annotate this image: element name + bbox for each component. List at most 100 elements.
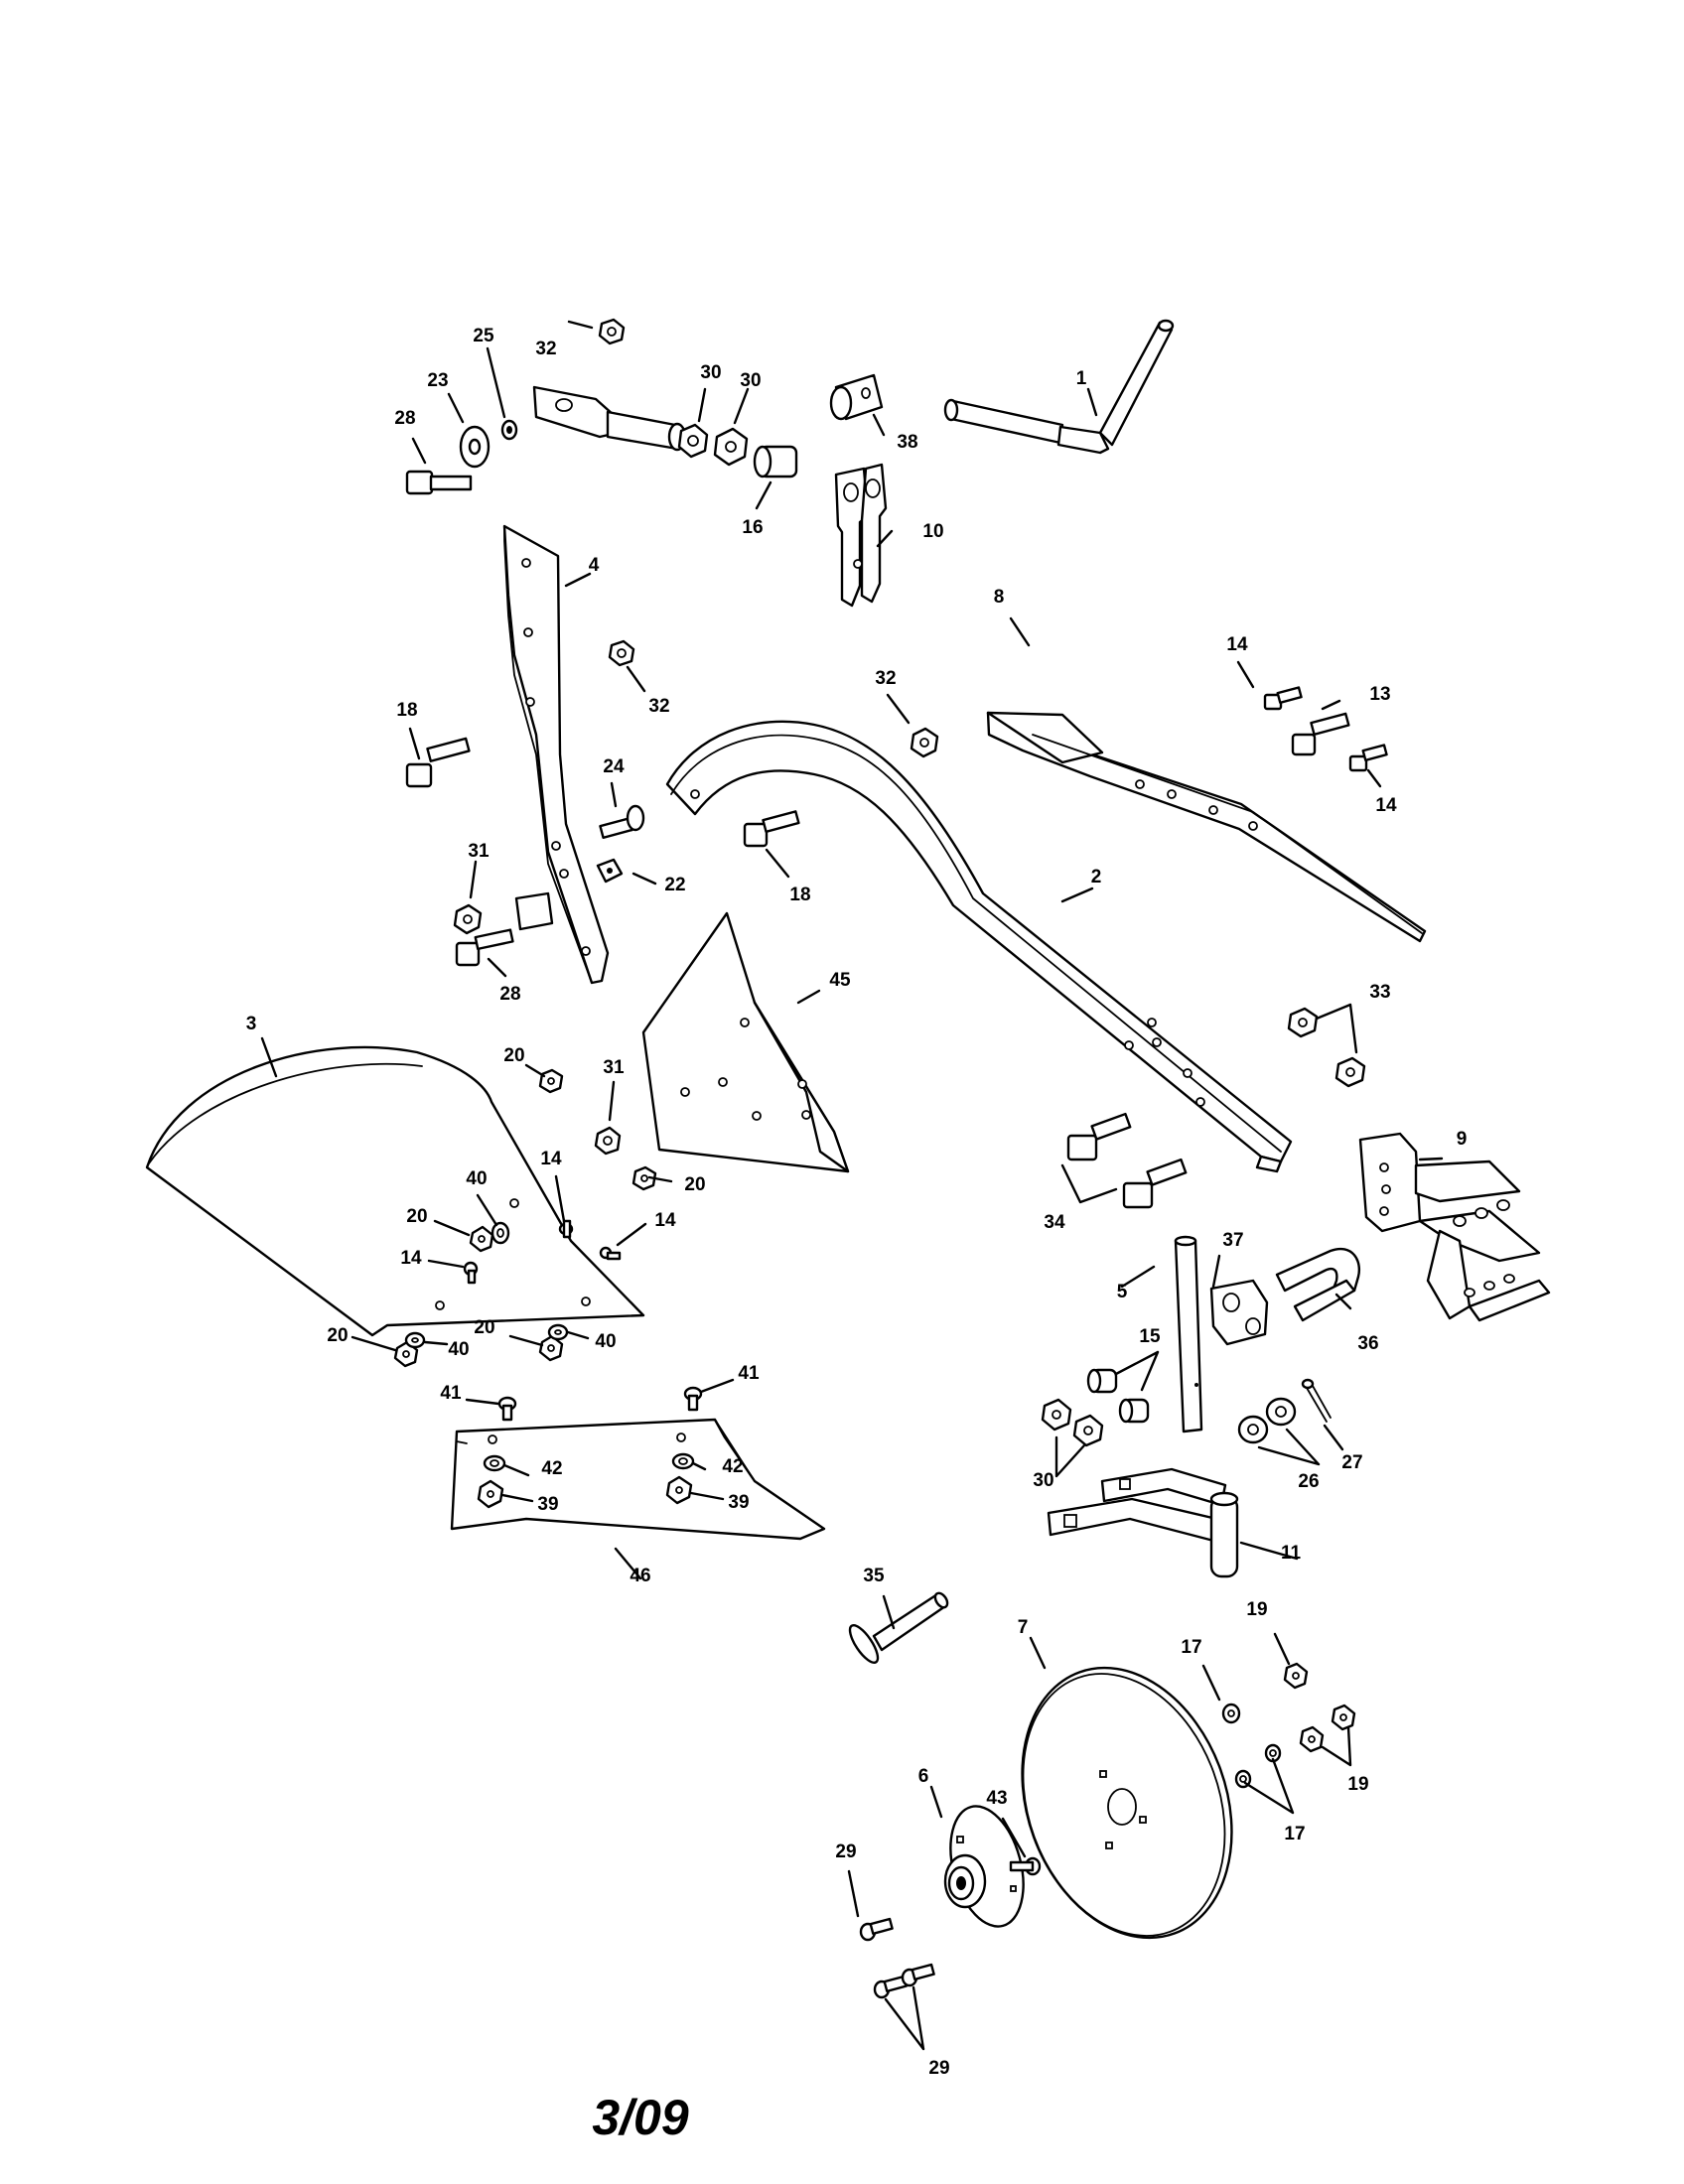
part-20-nut <box>538 1068 564 1094</box>
callout-40: 40 <box>595 1331 616 1352</box>
callout-7: 7 <box>1018 1617 1029 1638</box>
part-30-nut <box>677 423 709 459</box>
callout-6: 6 <box>918 1766 929 1787</box>
callout-20: 20 <box>684 1174 705 1195</box>
part-33-nut <box>1287 1007 1319 1038</box>
callout-29: 29 <box>835 1842 856 1862</box>
share-hole <box>676 1433 686 1442</box>
part-37-clamp <box>1209 1279 1269 1346</box>
part-32-nut <box>910 727 939 758</box>
callout-37: 37 <box>1222 1230 1243 1251</box>
part-40-washer <box>491 1221 510 1245</box>
callout-13: 13 <box>1369 684 1390 705</box>
part-41-bolt <box>683 1386 703 1412</box>
part-17-washer <box>1221 1703 1241 1724</box>
callout-30: 30 <box>1033 1470 1053 1491</box>
callout-32: 32 <box>535 339 556 359</box>
callout-14: 14 <box>1375 795 1397 816</box>
callout-30: 30 <box>740 370 761 391</box>
callout-35: 35 <box>863 1566 885 1586</box>
part-13-bolt <box>1291 712 1350 756</box>
callout-32: 32 <box>648 696 669 717</box>
part-15-bushing <box>1086 1368 1118 1394</box>
part-20-nut <box>469 1225 494 1253</box>
part-24-carriage-bolt <box>599 804 645 839</box>
callout-20: 20 <box>406 1206 427 1227</box>
callout-31: 31 <box>468 841 490 862</box>
part-39-nut <box>665 1475 693 1505</box>
part-8-angle-bar <box>986 711 1427 943</box>
part-31-nut <box>594 1126 622 1156</box>
callout-32: 32 <box>875 668 896 689</box>
callout-38: 38 <box>897 432 917 453</box>
callout-18: 18 <box>396 700 417 721</box>
part-25-lock-washer <box>500 419 518 441</box>
callout-16: 16 <box>742 517 763 538</box>
part-14-bolt <box>1348 744 1388 772</box>
callout-41: 41 <box>440 1383 462 1404</box>
part-35-pin <box>848 1591 949 1664</box>
part-3-moldboard <box>145 1045 645 1337</box>
part-4-shank <box>502 524 610 985</box>
callout-42: 42 <box>722 1456 743 1477</box>
callout-1: 1 <box>1076 368 1087 389</box>
part-32-nut <box>608 639 635 667</box>
part-30-nut <box>1041 1398 1072 1432</box>
callout-18: 18 <box>789 885 810 905</box>
callout-20: 20 <box>327 1325 348 1346</box>
callout-33: 33 <box>1369 982 1390 1003</box>
callout-20: 20 <box>503 1045 524 1066</box>
part-29-bolt <box>901 1963 935 1987</box>
part-42-washer <box>483 1454 506 1472</box>
callout-28: 28 <box>499 984 520 1005</box>
part-45-shin <box>641 911 850 1173</box>
leader-lines <box>260 320 1444 2051</box>
part-14-bolt <box>1263 686 1303 711</box>
part-46-share <box>450 1418 826 1541</box>
part-29-bolt <box>873 1975 908 1999</box>
callout-14: 14 <box>540 1149 562 1169</box>
part-31-nut <box>453 903 483 935</box>
date-code: 3/09 <box>592 2090 689 2145</box>
callout-19: 19 <box>1347 1774 1368 1795</box>
part-20-nut <box>632 1165 657 1191</box>
callout-17: 17 <box>1181 1637 1201 1658</box>
part-34-bolt <box>1122 1158 1188 1209</box>
part-40-washer <box>404 1331 426 1349</box>
part-18-bolt <box>405 737 471 788</box>
callout-29: 29 <box>928 2058 949 2079</box>
part-14-bolt <box>463 1261 479 1285</box>
part-11-hinge <box>1047 1467 1239 1578</box>
callout-14: 14 <box>1226 634 1248 655</box>
part-6-hub <box>943 1805 1025 1928</box>
callout-20: 20 <box>474 1317 494 1338</box>
callout-9: 9 <box>1457 1129 1468 1150</box>
callout-31: 31 <box>603 1057 625 1078</box>
callout-17: 17 <box>1284 1824 1305 1844</box>
part-28-bolt <box>405 470 473 495</box>
callout-24: 24 <box>603 756 625 777</box>
callout-labels: 1 2 3 4 5 6 7 8 9 10 11 13 14 14 14 14 1… <box>246 326 1468 2079</box>
part-41-bolt <box>497 1396 517 1422</box>
part-29-bolt <box>859 1917 894 1942</box>
callout-5: 5 <box>1117 1282 1128 1302</box>
part-34-bolt <box>1066 1112 1132 1161</box>
part-14-bolt <box>599 1246 622 1261</box>
callout-46: 46 <box>630 1566 650 1586</box>
callout-10: 10 <box>922 521 943 542</box>
part-26-washer <box>1237 1415 1269 1444</box>
part-36-u-bolt <box>1275 1247 1361 1322</box>
callout-19: 19 <box>1246 1599 1267 1620</box>
part-19-nut <box>1299 1725 1325 1753</box>
callout-14: 14 <box>400 1248 422 1269</box>
part-2-beam <box>665 720 1293 1173</box>
callout-43: 43 <box>986 1788 1007 1809</box>
part-38-sleeve <box>829 373 884 421</box>
callout-2: 2 <box>1091 867 1102 887</box>
callout-40: 40 <box>466 1168 487 1189</box>
callout-22: 22 <box>664 875 685 895</box>
callout-15: 15 <box>1139 1326 1161 1347</box>
callout-26: 26 <box>1298 1471 1319 1492</box>
callout-39: 39 <box>537 1494 558 1515</box>
callout-28: 28 <box>394 408 415 429</box>
